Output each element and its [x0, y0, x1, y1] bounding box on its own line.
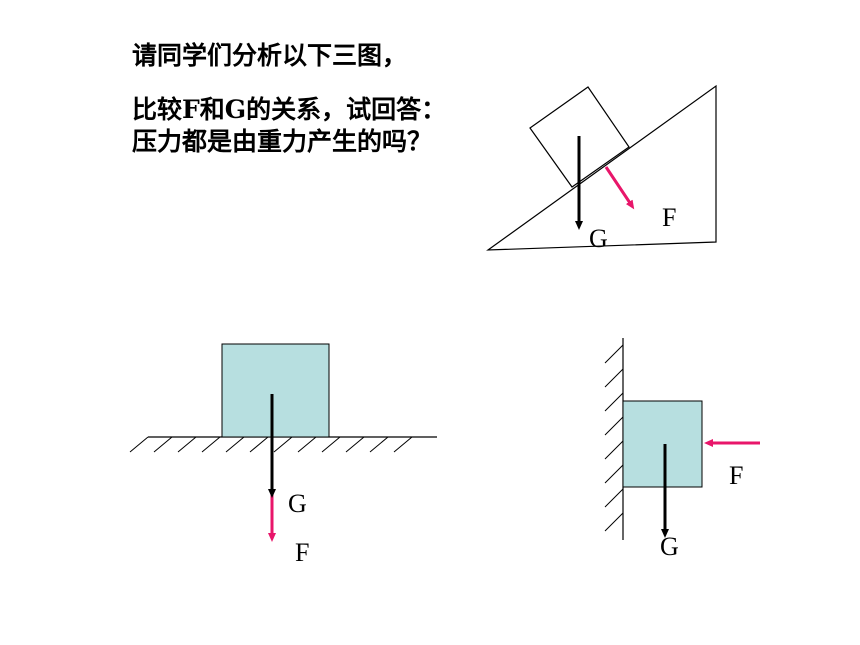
- question-line-2: 比较F和G的关系，试回答：压力都是由重力产生的吗？: [132, 95, 447, 156]
- wall-hatching: [604, 344, 624, 532]
- wall-force-label: F: [729, 461, 743, 490]
- incline-force-arrow: [604, 166, 635, 210]
- floor-hatching: [129, 436, 413, 453]
- floor-block: [221, 343, 330, 438]
- question-text: 请同学们分析以下三图， 比较F和G的关系，试回答：压力都是由重力产生的吗？: [132, 40, 462, 158]
- wall-weight-label: G: [660, 532, 679, 561]
- incline-force-label: F: [662, 203, 676, 232]
- floor-weight-label: G: [288, 489, 307, 518]
- incline-weight-label: G: [589, 224, 608, 253]
- incline-plane: [486, 84, 717, 251]
- question-line-1: 请同学们分析以下三图，: [132, 41, 408, 70]
- wall-block: [622, 400, 703, 488]
- floor-figure: G F: [129, 343, 437, 567]
- floor-force-label: F: [295, 538, 309, 567]
- incline-figure: F G: [486, 84, 717, 253]
- wall-figure: F G: [604, 338, 760, 561]
